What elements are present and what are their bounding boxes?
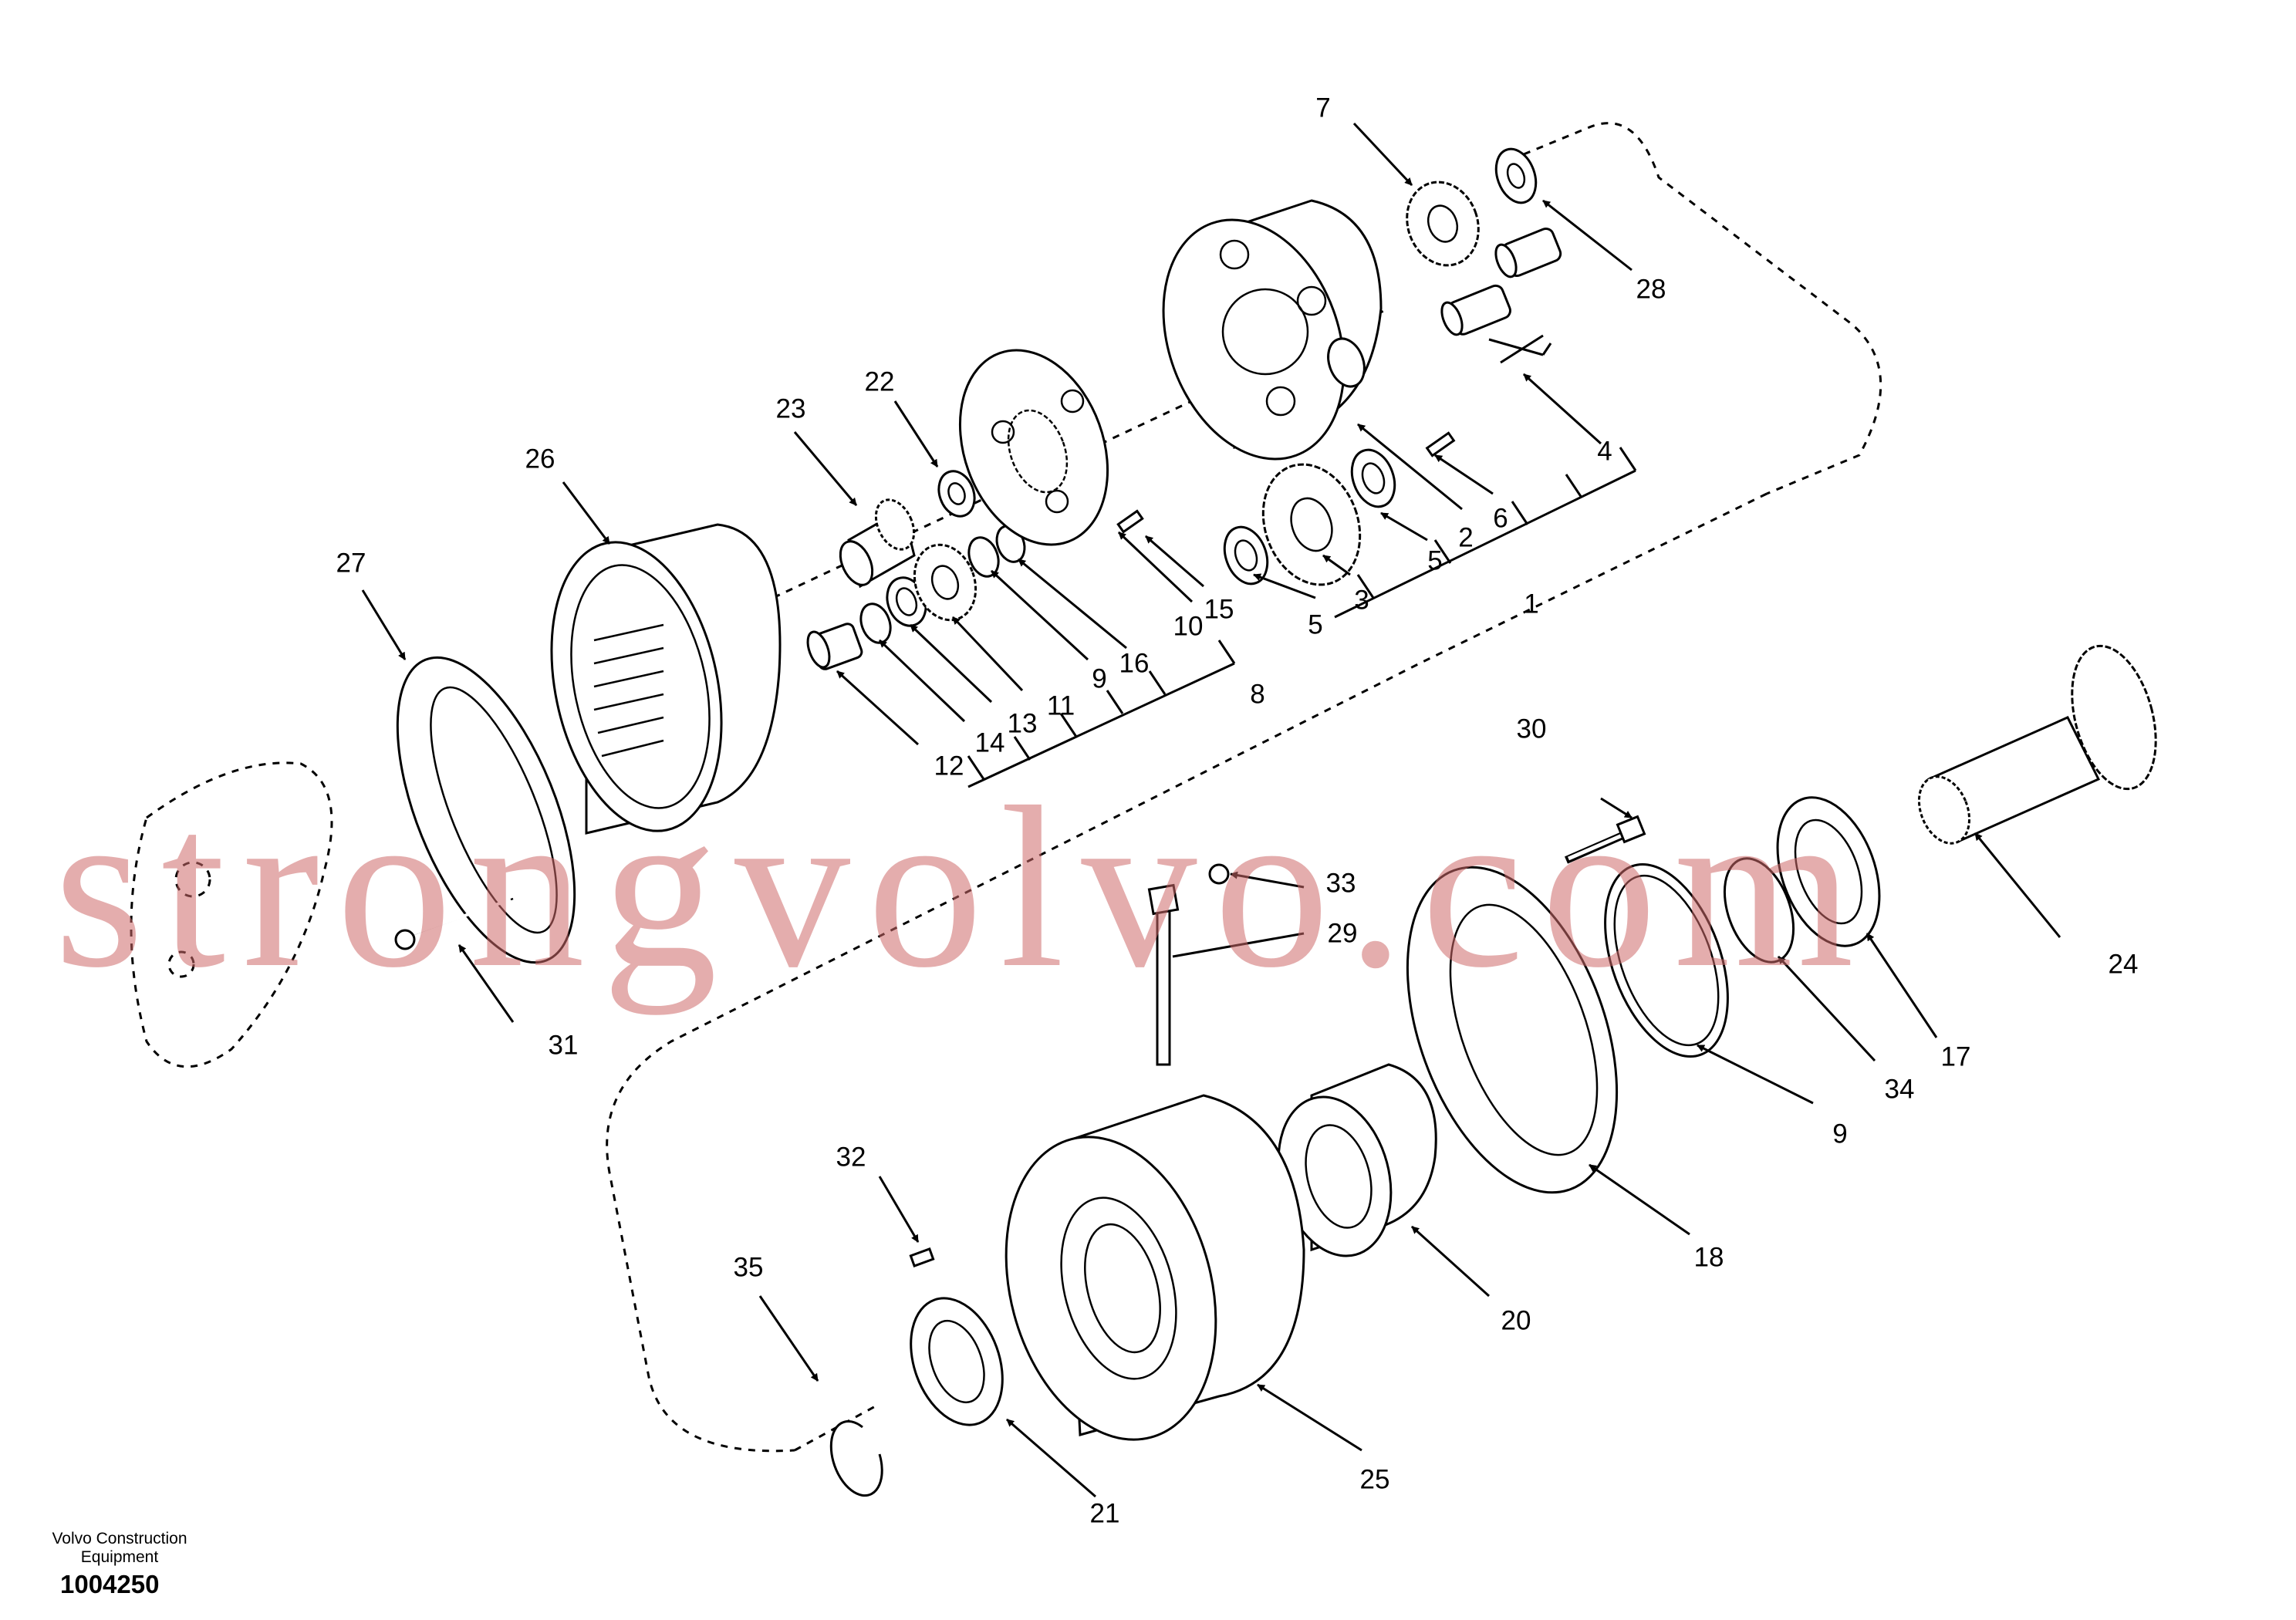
label-part-34: 34 xyxy=(1884,1074,1915,1105)
label-part-10: 10 xyxy=(1173,611,1204,642)
label-part-27: 27 xyxy=(336,548,366,579)
label-part-5-upper: 5 xyxy=(1427,545,1443,576)
label-part-35: 35 xyxy=(733,1252,764,1283)
label-part-28: 28 xyxy=(1636,274,1666,305)
part-18-flange xyxy=(1406,866,1619,1194)
manufacturer-line-1: Volvo Construction xyxy=(52,1530,187,1547)
watermark: strongvolvo.com xyxy=(54,759,1871,1015)
part-21-ball-bearing xyxy=(910,1297,1004,1426)
part-30-bolt xyxy=(1564,815,1646,864)
label-part-5-lower: 5 xyxy=(1308,609,1323,640)
label-part-9-upper: 9 xyxy=(1092,663,1107,694)
label-part-31: 31 xyxy=(548,1030,579,1061)
drawing-number: 1004250 xyxy=(60,1570,160,1598)
part-31-bolt xyxy=(394,897,514,950)
part-24-pinion-shaft xyxy=(1917,644,2157,845)
part-28-washer xyxy=(1494,147,1538,204)
label-part-16: 16 xyxy=(1119,648,1150,679)
part-20-roller-bearing xyxy=(1277,1063,1437,1257)
part-9-retainer-ring xyxy=(1604,863,1729,1058)
label-part-23: 23 xyxy=(775,393,806,424)
part-29-pin xyxy=(1147,883,1180,1066)
label-part-7: 7 xyxy=(1315,93,1331,123)
part-32-plug xyxy=(909,1247,935,1267)
part-6-spring-pin xyxy=(1425,431,1456,457)
label-part-29: 29 xyxy=(1327,918,1358,949)
part-26-ring-gear xyxy=(550,523,782,835)
label-part-1: 1 xyxy=(1524,589,1539,619)
label-part-14: 14 xyxy=(974,727,1005,758)
part-17-oil-seal xyxy=(1776,796,1881,947)
part-7-planet-gear xyxy=(1406,181,1480,267)
label-part-2: 2 xyxy=(1458,522,1474,553)
part-9-thrust-washer xyxy=(967,536,1000,578)
part-23-sun-gear xyxy=(839,498,916,589)
part-3-planet-gear xyxy=(1261,463,1362,586)
label-part-3: 3 xyxy=(1354,585,1369,616)
manufacturer-caption: Volvo Construction Equipment xyxy=(39,1530,201,1567)
label-part-18: 18 xyxy=(1693,1242,1724,1273)
manufacturer-line-2: Equipment xyxy=(80,1548,159,1566)
label-part-32: 32 xyxy=(836,1142,866,1173)
part-5-thrust-washer-b xyxy=(1350,448,1396,508)
motor-housing-outline xyxy=(130,761,333,1068)
label-part-20: 20 xyxy=(1501,1305,1531,1336)
label-part-4: 4 xyxy=(1597,436,1612,467)
part-33-plug xyxy=(1208,863,1230,885)
callout-leaders xyxy=(361,122,2061,1498)
label-part-15: 15 xyxy=(1204,594,1234,625)
label-part-11: 11 xyxy=(1046,690,1075,721)
label-part-22: 22 xyxy=(864,366,895,397)
part-34-o-ring xyxy=(1723,857,1795,964)
part-27-flange-ring xyxy=(396,656,576,964)
label-part-33: 33 xyxy=(1325,868,1356,899)
label-part-13: 13 xyxy=(1007,708,1038,739)
label-part-24: 24 xyxy=(2108,949,2139,980)
label-part-12: 12 xyxy=(934,751,964,781)
part-4-planet-pins xyxy=(1440,228,1562,336)
part-5-thrust-washer-a xyxy=(1223,525,1269,586)
group-brackets xyxy=(967,334,1637,788)
part-11-planet-gear xyxy=(913,543,977,622)
part-10-carrier-plate xyxy=(958,349,1109,546)
part-25-gear-housing xyxy=(1004,1094,1305,1441)
label-part-6: 6 xyxy=(1493,503,1508,534)
label-part-8: 8 xyxy=(1250,679,1265,710)
label-part-26: 26 xyxy=(525,444,555,474)
label-part-21: 21 xyxy=(1089,1498,1120,1529)
part-12-bushing xyxy=(806,623,863,670)
part-35-snap-ring xyxy=(829,1419,883,1497)
label-part-9-lower: 9 xyxy=(1832,1119,1848,1149)
label-part-25: 25 xyxy=(1359,1464,1390,1495)
part-2-planet-carrier xyxy=(1162,199,1383,461)
label-part-17: 17 xyxy=(1940,1041,1971,1072)
part-15-pin xyxy=(1116,509,1144,534)
part-22-washer xyxy=(937,470,976,518)
label-part-30: 30 xyxy=(1516,714,1547,744)
